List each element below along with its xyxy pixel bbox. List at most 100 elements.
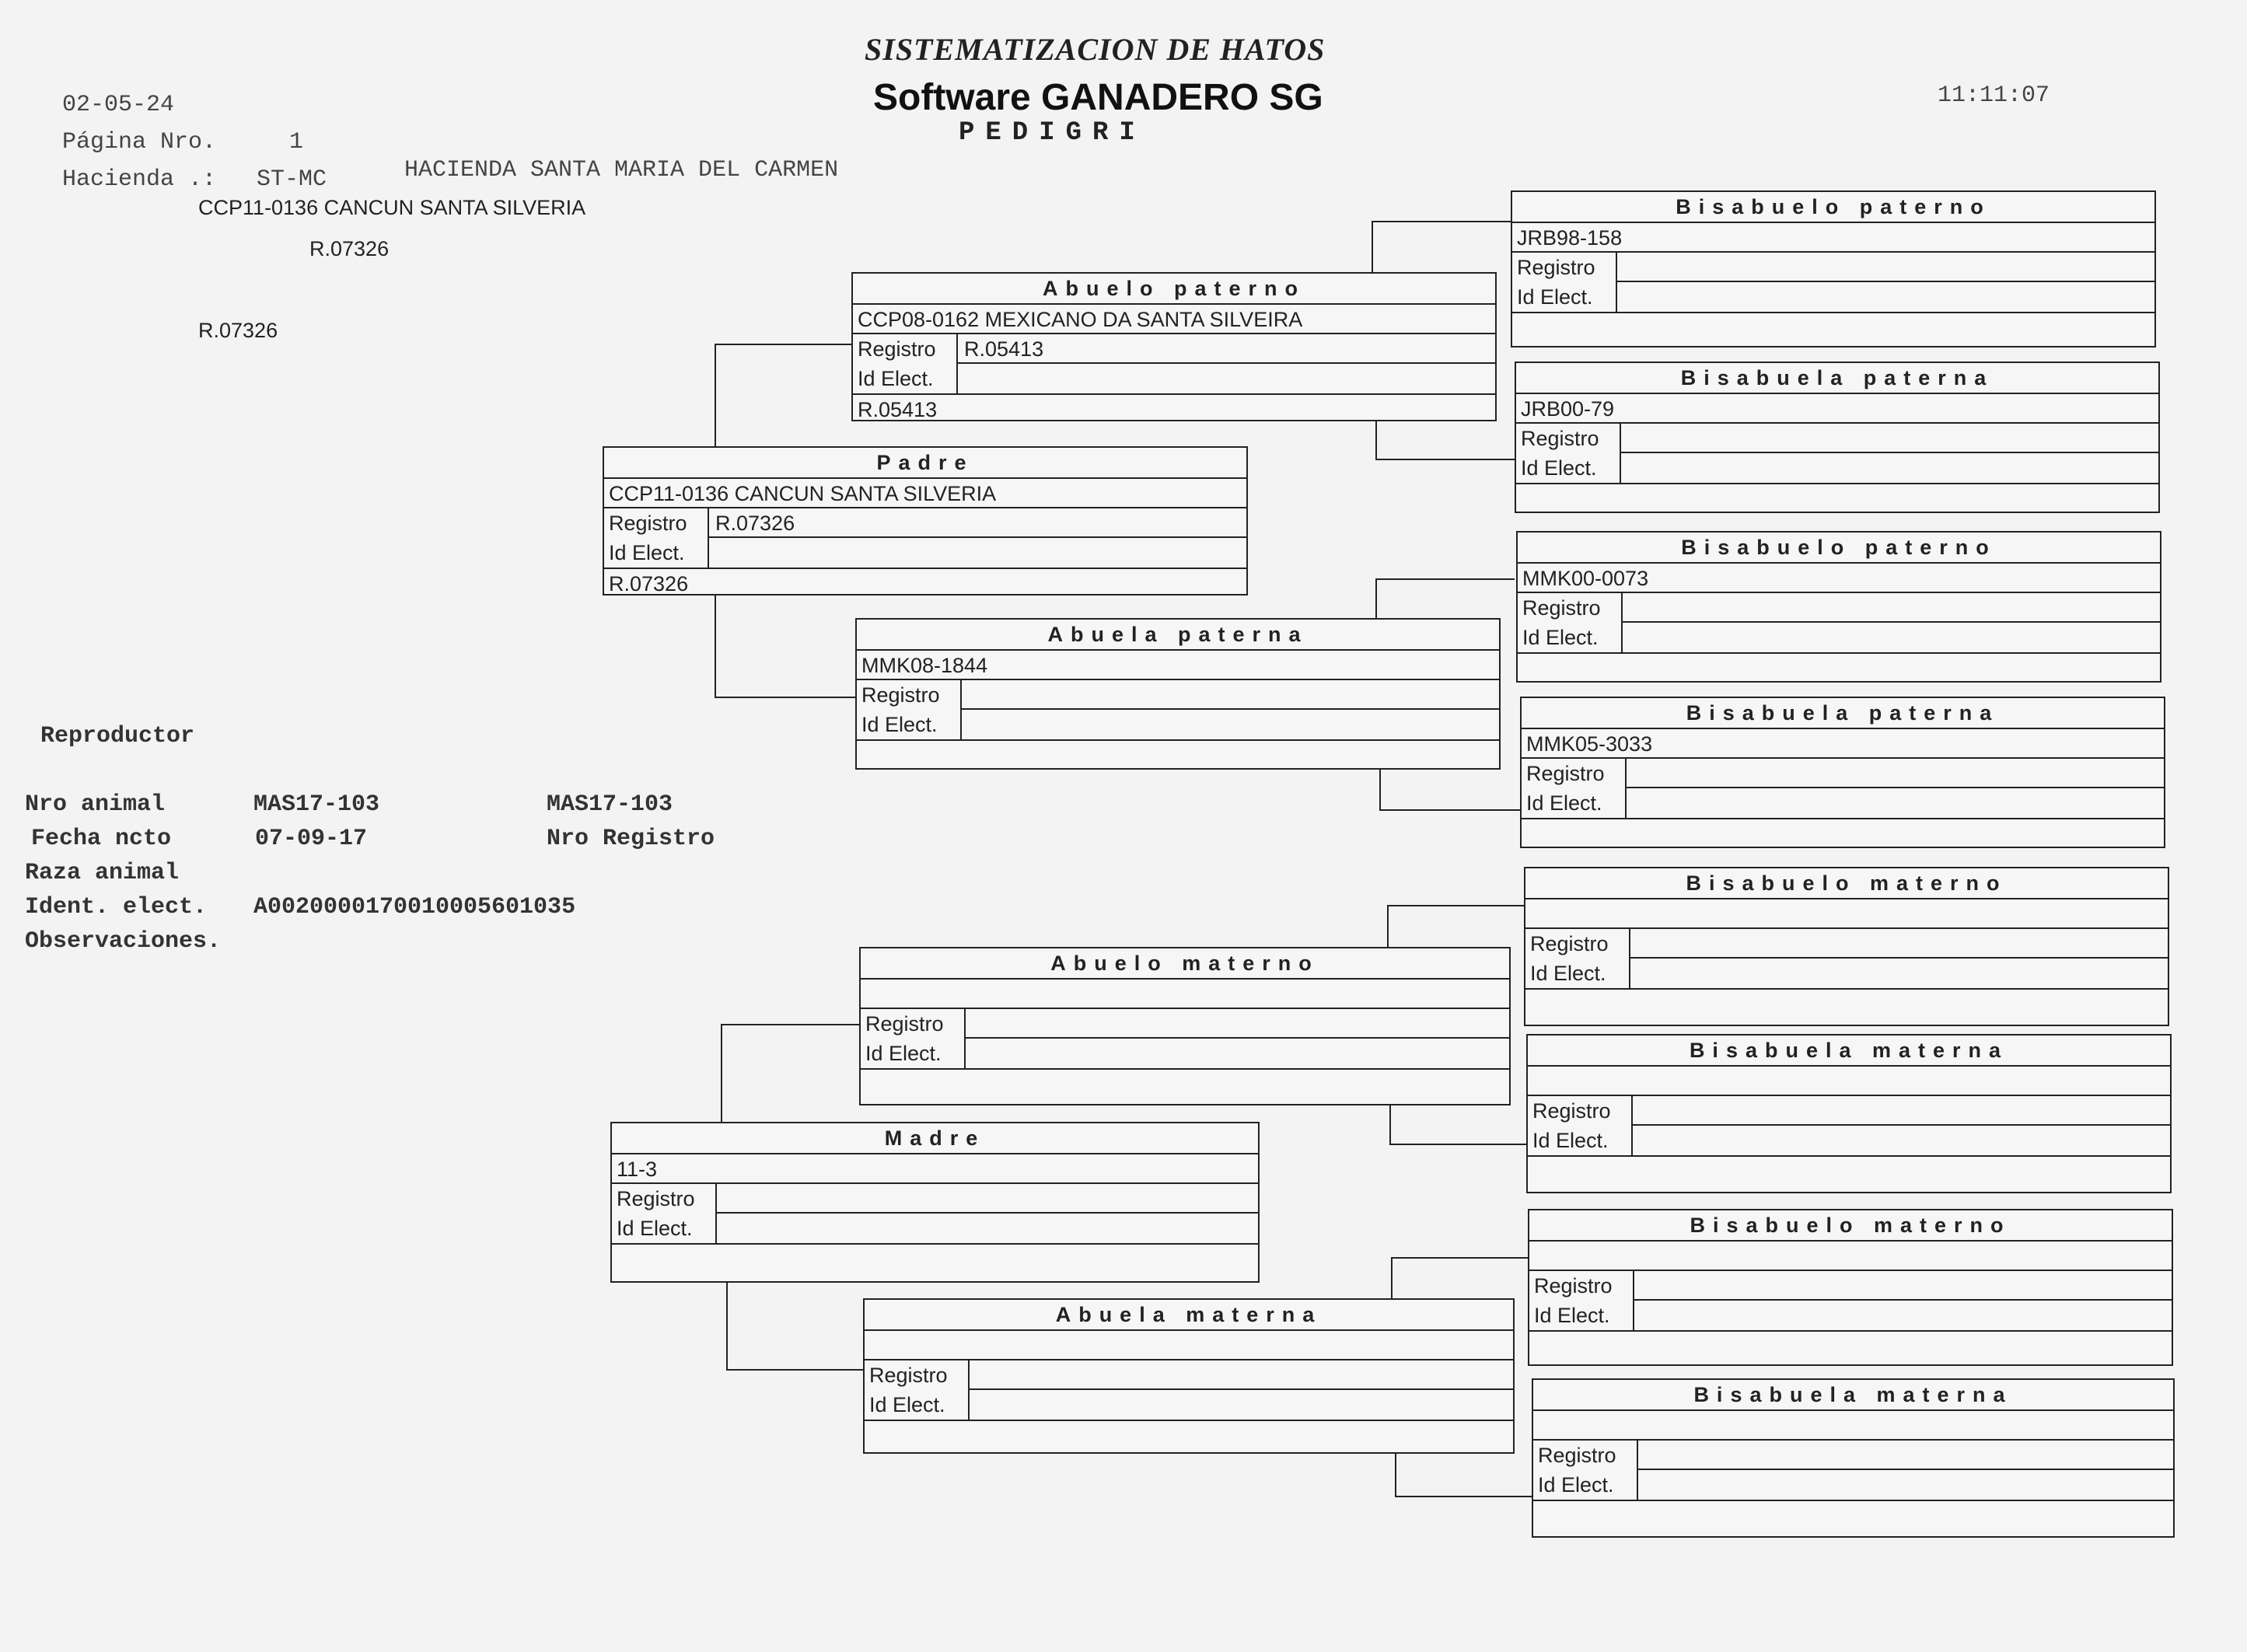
bisabuelo-materno-2-idelect-label: Id Elect. [1534, 1304, 1610, 1327]
bisabuela-materna-1-registro-label: Registro [1532, 1099, 1611, 1123]
abuela-paterna-box: Abuela paterna MMK08-1844 Registro Id Ele… [855, 618, 1501, 770]
bisabuela-paterna-2-registro-value [1627, 759, 2164, 788]
madre-footer [612, 1245, 1258, 1274]
fecha-value: 07-09-17 [255, 826, 368, 852]
abuelo-paterno-footer: R.05413 [858, 398, 938, 421]
ident-value: A0020000170010005601035 [253, 894, 576, 920]
madre-title: Madre [612, 1123, 1258, 1154]
bisabuela-paterna-2-idelect-value [1627, 788, 2164, 818]
bisabuelo-paterno-1-title: Bisabuelo paterno [1512, 192, 2154, 223]
bisabuelo-paterno-2-footer [1518, 654, 2160, 683]
bisabuelo-materno-1-title: Bisabuelo materno [1525, 868, 2168, 899]
padre-title: Padre [604, 448, 1246, 479]
bisabuelo-materno-1-idelect-label: Id Elect. [1530, 962, 1606, 985]
bisabuelo-paterno-2-idelect-label: Id Elect. [1522, 626, 1599, 649]
bisabuela-paterna-1-registro-label: Registro [1521, 427, 1599, 450]
bisabuela-materna-2-title: Bisabuela materna [1533, 1380, 2173, 1411]
abuelo-paterno-idelect-label: Id Elect. [858, 367, 934, 390]
fecha-label: Fecha ncto [31, 826, 172, 852]
bisabuelo-materno-2-box: Bisabuelo materno Registro Id Elect. [1528, 1209, 2173, 1366]
raza-label: Raza animal [25, 860, 180, 886]
bisabuelo-paterno-1-registro-value [1617, 253, 2154, 282]
padre-box: Padre CCP11-0136 CANCUN SANTA SILVERIA R… [603, 446, 1248, 595]
bisabuelo-materno-2-registro-label: Registro [1534, 1274, 1613, 1298]
abuelo-paterno-registro-value: R.05413 [958, 334, 1495, 364]
abuela-paterna-idelect-label: Id Elect. [861, 713, 938, 736]
padre-idelect-value [709, 538, 1246, 568]
reproductor-label: Reproductor [40, 723, 195, 749]
abuela-paterna-id: MMK08-1844 [857, 651, 1499, 680]
bisabuela-materna-2-id [1533, 1411, 2173, 1441]
bisabuelo-paterno-2-idelect-value [1623, 623, 2160, 652]
abuelo-paterno-id: CCP08-0162 MEXICANO DA SANTA SILVEIRA [853, 305, 1495, 334]
abuelo-paterno-idelect-value [958, 364, 1495, 393]
bisabuela-paterna-2-title: Bisabuela paterna [1522, 698, 2164, 729]
observaciones-label: Observaciones. [25, 928, 222, 955]
animal-reg-heading-2: R.07326 [198, 319, 278, 342]
bisabuelo-materno-1-idelect-value [1630, 959, 2168, 988]
bisabuela-materna-1-title: Bisabuela materna [1528, 1036, 2170, 1067]
bisabuela-paterna-1-idelect-label: Id Elect. [1521, 456, 1597, 480]
abuela-materna-footer [865, 1421, 1513, 1451]
abuelo-materno-registro-label: Registro [865, 1012, 944, 1036]
abuelo-materno-registro-value [966, 1009, 1509, 1039]
abuela-paterna-idelect-value [962, 710, 1499, 739]
madre-id: 11-3 [612, 1154, 1258, 1184]
madre-registro-value [717, 1184, 1258, 1214]
bisabuela-paterna-1-registro-value [1621, 424, 2158, 453]
bisabuelo-paterno-1-idelect-label: Id Elect. [1517, 285, 1593, 309]
nro-animal-value-2: MAS17-103 [547, 791, 673, 818]
hacienda-label: Hacienda .: [62, 166, 217, 193]
animal-name-heading: CCP11-0136 CANCUN SANTA SILVERIA [198, 196, 586, 219]
abuela-paterna-registro-label: Registro [861, 683, 940, 707]
bisabuelo-materno-1-registro-value [1630, 929, 2168, 959]
abuela-paterna-footer [857, 741, 1499, 770]
bisabuelo-materno-1-footer [1525, 990, 2168, 1019]
abuela-materna-id [865, 1331, 1513, 1360]
bisabuelo-materno-2-id [1529, 1242, 2172, 1271]
report-title: PEDIGRI [959, 118, 1146, 148]
bisabuela-materna-1-idelect-value [1633, 1126, 2170, 1155]
bisabuela-materna-1-idelect-label: Id Elect. [1532, 1129, 1609, 1152]
abuela-materna-idelect-value [970, 1390, 1513, 1420]
abuela-materna-registro-value [970, 1360, 1513, 1390]
bisabuelo-paterno-2-registro-label: Registro [1522, 596, 1601, 620]
padre-registro-label: Registro [609, 512, 687, 535]
bisabuela-paterna-2-id: MMK05-3033 [1522, 729, 2164, 759]
ident-label: Ident. elect. [25, 894, 208, 920]
bisabuelo-materno-1-registro-label: Registro [1530, 932, 1609, 955]
bisabuelo-paterno-1-footer [1512, 313, 2154, 343]
bisabuelo-paterno-1-id: JRB98-158 [1512, 223, 2154, 253]
abuela-paterna-registro-value [962, 680, 1499, 710]
page-number: 1 [289, 129, 304, 155]
madre-registro-label: Registro [617, 1187, 695, 1210]
nro-animal-value: MAS17-103 [253, 791, 380, 818]
bisabuelo-materno-1-box: Bisabuelo materno Registro Id Elect. [1524, 867, 2169, 1026]
abuelo-paterno-registro-label: Registro [858, 337, 936, 361]
nro-registro-label: Nro Registro [547, 826, 715, 852]
abuelo-materno-footer [861, 1070, 1509, 1099]
padre-registro-value: R.07326 [709, 508, 1246, 538]
bisabuela-materna-1-id [1528, 1067, 2170, 1096]
bisabuelo-paterno-2-registro-value [1623, 593, 2160, 623]
software-title: Software GANADERO SG [873, 77, 1323, 118]
report-time: 11:11:07 [1938, 82, 2050, 109]
abuelo-paterno-box: Abuelo paterno CCP08-0162 MEXICANO DA SA… [851, 272, 1497, 421]
abuela-paterna-title: Abuela paterna [857, 620, 1499, 651]
bisabuela-materna-2-idelect-value [1638, 1470, 2173, 1500]
bisabuelo-materno-2-title: Bisabuelo materno [1529, 1210, 2172, 1242]
abuela-materna-title: Abuela materna [865, 1300, 1513, 1331]
page-label: Página Nro. [62, 129, 217, 155]
bisabuela-paterna-1-footer [1516, 484, 2158, 514]
bisabuela-materna-2-idelect-label: Id Elect. [1538, 1473, 1614, 1497]
bisabuela-paterna-1-id: JRB00-79 [1516, 394, 2158, 424]
abuela-materna-idelect-label: Id Elect. [869, 1393, 945, 1416]
